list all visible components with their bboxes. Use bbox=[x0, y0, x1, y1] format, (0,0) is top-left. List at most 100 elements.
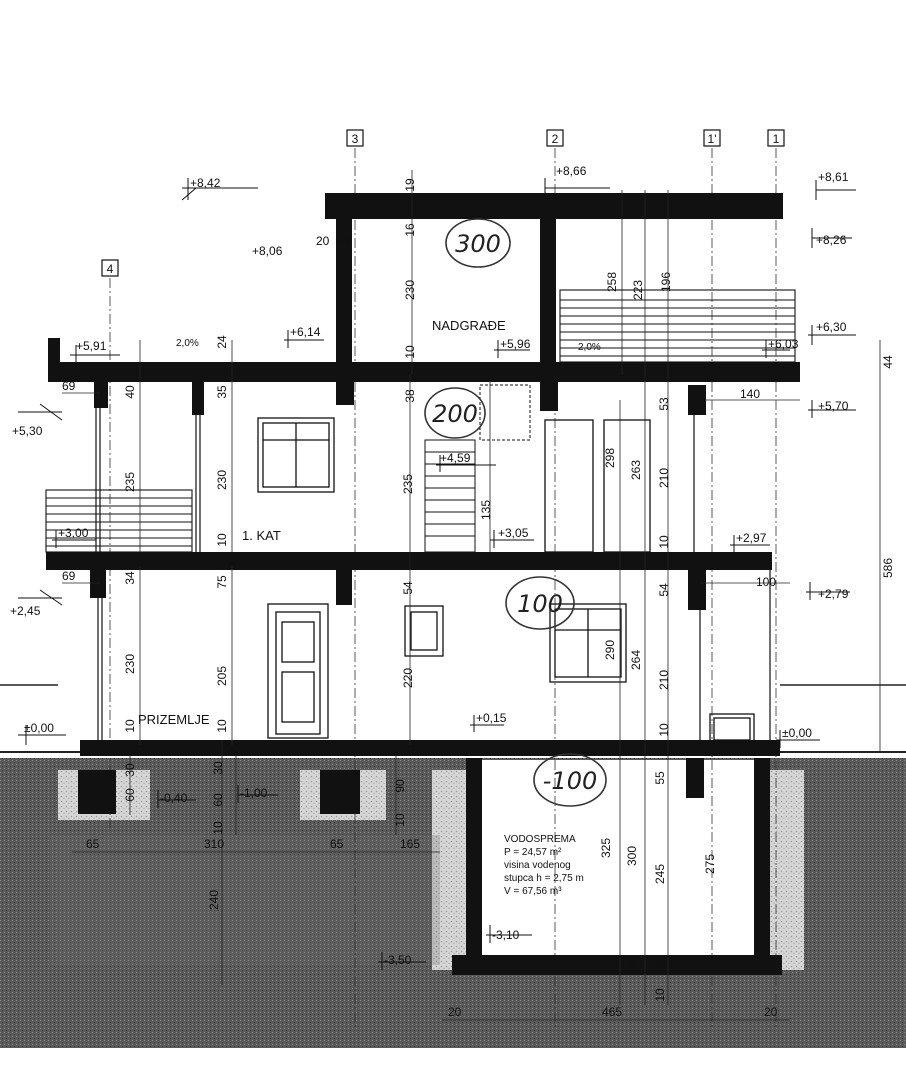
level-minus-1-00: -1,00 bbox=[240, 786, 268, 800]
level-8-66: +8,66 bbox=[556, 164, 587, 178]
level-5-70: +5,70 bbox=[818, 399, 849, 413]
level-6-30: +6,30 bbox=[816, 320, 847, 334]
dim-30-a: 30 bbox=[123, 763, 137, 777]
dim-16: 16 bbox=[403, 223, 417, 237]
tank-line-1: visina vodenog bbox=[504, 860, 571, 871]
staircase bbox=[424, 384, 531, 553]
dim-310: 310 bbox=[204, 837, 224, 851]
dim-10-ground-mid: 10 bbox=[215, 719, 229, 733]
dim-165: 165 bbox=[400, 837, 420, 851]
room-label-nadgrade: NADGRAĐE bbox=[432, 318, 506, 333]
dimension-lines bbox=[62, 170, 881, 1021]
dim-90: 90 bbox=[393, 779, 407, 793]
dim-40-b: 40 bbox=[653, 958, 667, 972]
room-label-1-kat: 1. KAT bbox=[242, 528, 281, 543]
dim-54-right: 54 bbox=[657, 583, 671, 597]
grid-axis-tags bbox=[101, 129, 785, 277]
floor-marker-300: 300 bbox=[455, 230, 501, 258]
level-6-14: +6,14 bbox=[290, 325, 321, 339]
floor-marker-100: 100 bbox=[517, 590, 563, 618]
grid-axis-label-1-prime: 1' bbox=[708, 132, 717, 146]
dim-230-ground: 230 bbox=[123, 654, 137, 674]
dim-53: 53 bbox=[657, 397, 671, 411]
level-5-96: +5,96 bbox=[500, 337, 531, 351]
dim-135: 135 bbox=[479, 500, 493, 520]
dim-65-left: 65 bbox=[86, 837, 100, 851]
dim-38: 38 bbox=[403, 389, 417, 403]
structure-slabs bbox=[46, 193, 800, 975]
level-2-79: +2,79 bbox=[818, 587, 849, 601]
dim-24: 24 bbox=[215, 335, 229, 349]
dim-275: 275 bbox=[703, 854, 717, 874]
dim-20-top: 20 bbox=[316, 234, 330, 248]
grid-axis-label-1: 1 bbox=[773, 132, 780, 146]
grid-axis-label-2: 2 bbox=[552, 132, 559, 146]
dim-220: 220 bbox=[401, 668, 415, 688]
slope-label-right: 2,0% bbox=[578, 342, 601, 353]
dim-325: 325 bbox=[599, 838, 613, 858]
dim-100: 100 bbox=[756, 575, 776, 589]
dim-240: 240 bbox=[207, 890, 221, 910]
windows-doors bbox=[257, 417, 755, 745]
dim-10-i: 10 bbox=[653, 988, 667, 1002]
level-6-03: +6,03 bbox=[768, 337, 799, 351]
dim-60: 60 bbox=[123, 788, 137, 802]
grid-axes bbox=[109, 148, 777, 1030]
dim-10-ground-left: 10 bbox=[123, 719, 137, 733]
dim-35: 35 bbox=[215, 385, 229, 399]
dim-10-g: 10 bbox=[211, 821, 225, 835]
level-5-91: +5,91 bbox=[76, 339, 107, 353]
dim-75: 75 bbox=[215, 575, 229, 589]
level-8-26: +8,26 bbox=[816, 233, 847, 247]
dim-263: 263 bbox=[629, 460, 643, 480]
level-0-00-left: ±0,00 bbox=[24, 721, 54, 735]
tank-line-2: stupca h = 2,75 m bbox=[504, 873, 584, 884]
dim-54-center: 54 bbox=[401, 581, 415, 595]
dim-69-mid: 69 bbox=[62, 569, 76, 583]
dim-223: 223 bbox=[631, 280, 645, 300]
dim-205: 205 bbox=[215, 666, 229, 686]
level-3-05: +3,05 bbox=[498, 526, 529, 540]
dim-20-bottom-left: 20 bbox=[448, 1005, 462, 1019]
level-0-00-right: ±0,00 bbox=[782, 726, 812, 740]
dim-465: 465 bbox=[602, 1005, 622, 1019]
structure-thin-walls bbox=[95, 408, 771, 742]
dim-10-first: 10 bbox=[215, 533, 229, 547]
dim-140: 140 bbox=[740, 387, 760, 401]
level-0-15: +0,15 bbox=[476, 711, 507, 725]
dim-258: 258 bbox=[605, 272, 619, 292]
tank-area: P = 24,57 m² bbox=[504, 847, 562, 858]
dim-235-left: 235 bbox=[123, 472, 137, 492]
level-marker-symbols bbox=[18, 178, 856, 970]
dim-65-mid: 65 bbox=[330, 837, 344, 851]
dim-230-top: 230 bbox=[403, 280, 417, 300]
grid-axis-label-3: 3 bbox=[352, 132, 359, 146]
dim-10-first-right: 10 bbox=[657, 535, 671, 549]
dim-28: 28 bbox=[338, 234, 352, 248]
dimension-texts-vertical: 19 16 230 10 38 258 223 196 24 35 40 235… bbox=[123, 178, 895, 1002]
slope-label-left: 2,0% bbox=[176, 338, 199, 349]
dim-60-b: 60 bbox=[211, 793, 225, 807]
dim-264: 264 bbox=[629, 650, 643, 670]
dim-586: 586 bbox=[881, 558, 895, 578]
dim-210-first: 210 bbox=[657, 468, 671, 488]
dim-10-ground-right: 10 bbox=[657, 723, 671, 737]
dim-245: 245 bbox=[653, 864, 667, 884]
dim-44: 44 bbox=[881, 355, 895, 369]
level-4-59: +4,59 bbox=[440, 451, 471, 465]
dim-290: 290 bbox=[603, 640, 617, 660]
grid-axis-label-4: 4 bbox=[107, 262, 114, 276]
balcony-railings bbox=[45, 289, 796, 553]
level-5-30: +5,30 bbox=[12, 424, 43, 438]
dim-55: 55 bbox=[653, 771, 667, 785]
dim-10-top: 10 bbox=[403, 345, 417, 359]
dim-298: 298 bbox=[603, 448, 617, 468]
level-8-06: +8,06 bbox=[252, 244, 283, 258]
dim-30-c: 30 bbox=[625, 958, 639, 972]
level-minus-3-50: -3,50 bbox=[384, 953, 412, 967]
floor-marker-circles bbox=[424, 218, 607, 807]
dim-30-b: 30 bbox=[211, 761, 225, 775]
tank-volume: V = 67,56 m³ bbox=[504, 886, 562, 897]
dim-210-ground: 210 bbox=[657, 670, 671, 690]
